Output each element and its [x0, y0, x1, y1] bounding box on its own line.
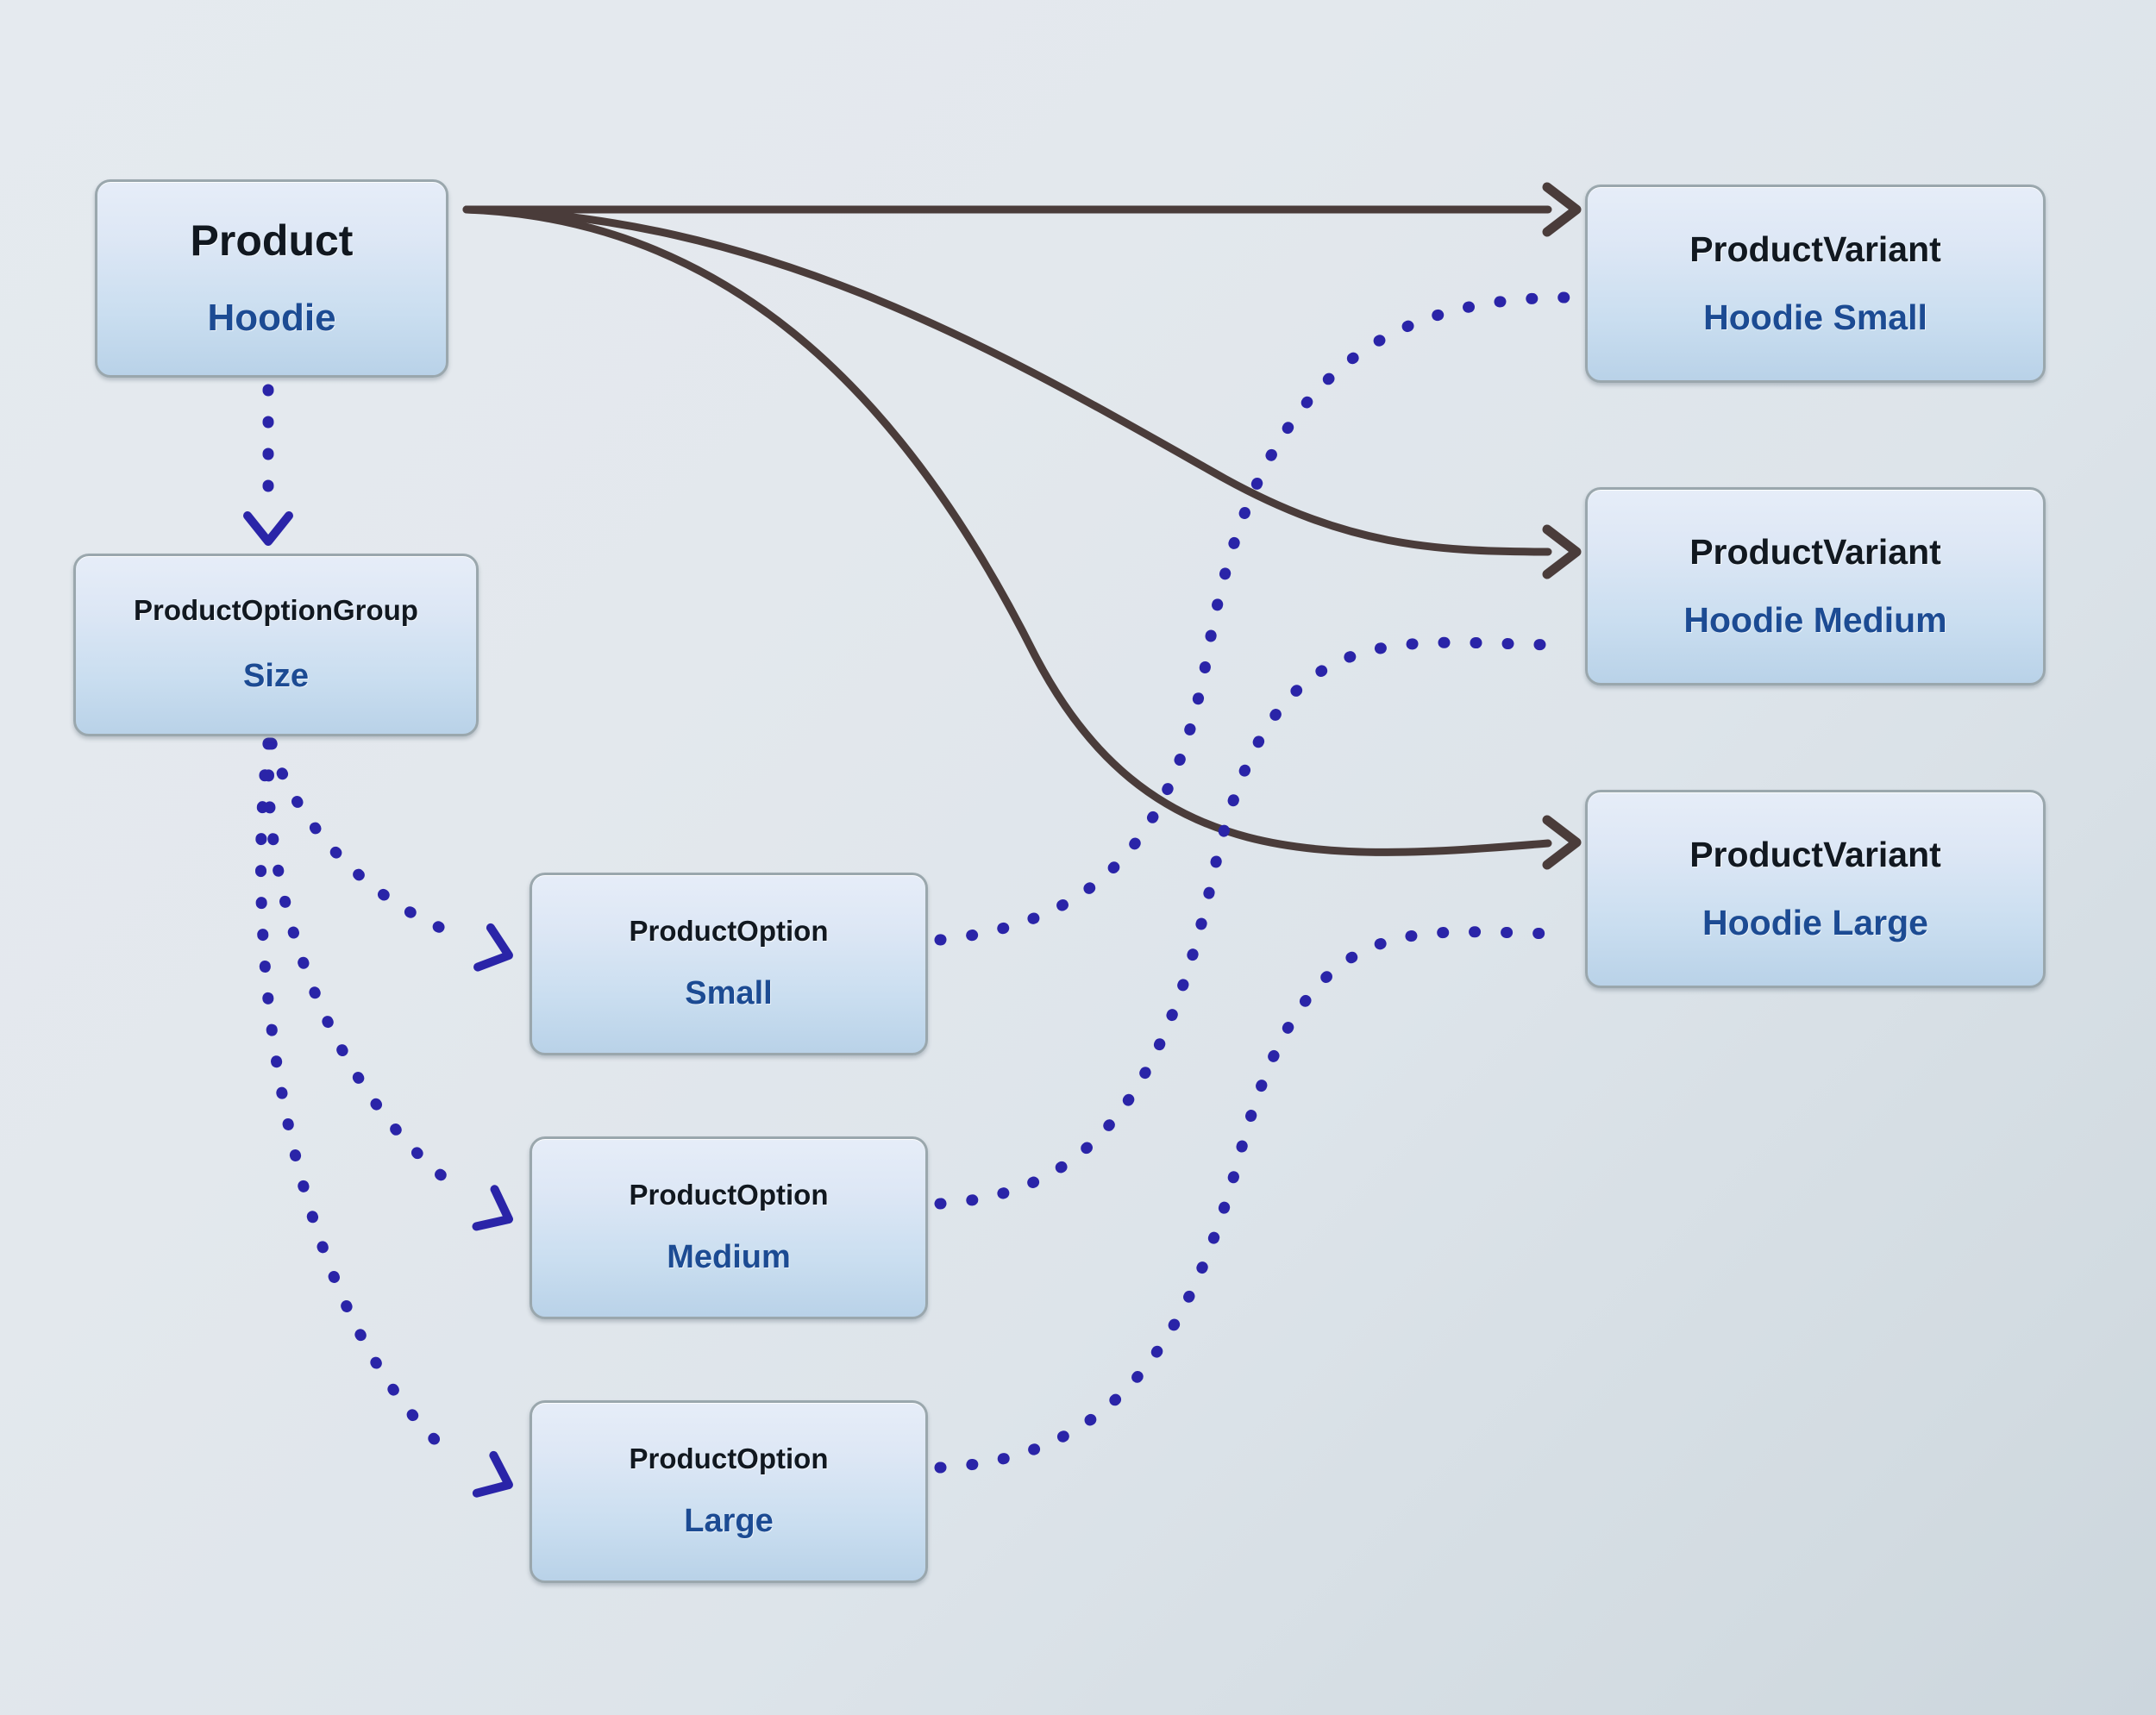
- edge-option-group-to-option-medium: [262, 737, 517, 1238]
- edge-option-medium-to-variant-medium: [934, 636, 1576, 1210]
- edge-product-to-variant-large: [462, 205, 1576, 865]
- edge-option-group-to-option-large: [255, 737, 517, 1504]
- edge-option-group-to-option-small: [266, 737, 515, 975]
- edge-option-large-to-variant-large: [934, 926, 1576, 1474]
- node-product-variant-hoodie-medium[interactable]: ProductVariant Hoodie Medium: [1585, 487, 2046, 685]
- node-product-option-small[interactable]: ProductOption Small: [530, 873, 928, 1055]
- node-product-value: Hoodie: [207, 297, 336, 340]
- node-product-variant-hoodie-large[interactable]: ProductVariant Hoodie Large: [1585, 790, 2046, 988]
- node-product-variant-hoodie-medium-type: ProductVariant: [1689, 531, 1941, 572]
- node-product-variant-hoodie-small[interactable]: ProductVariant Hoodie Small: [1585, 185, 2046, 383]
- edge-product-to-variant-medium: [462, 205, 1576, 574]
- node-product-option-small-type: ProductOption: [629, 914, 829, 947]
- node-product-type: Product: [190, 216, 354, 266]
- node-product-option-large[interactable]: ProductOption Large: [530, 1400, 928, 1583]
- node-product-option-large-type: ProductOption: [629, 1442, 829, 1474]
- node-product-option-group[interactable]: ProductOptionGroup Size: [73, 554, 479, 736]
- edge-product-to-option-group: [248, 384, 289, 541]
- node-product-variant-hoodie-large-type: ProductVariant: [1689, 834, 1941, 874]
- node-product-variant-hoodie-small-type: ProductVariant: [1689, 228, 1941, 269]
- node-product-option-medium[interactable]: ProductOption Medium: [530, 1136, 928, 1319]
- node-product-option-group-value: Size: [242, 658, 310, 695]
- node-product-option-small-value: Small: [685, 975, 773, 1012]
- edge-option-small-to-variant-small: [934, 291, 1576, 946]
- edge-product-to-variant-small: [462, 187, 1576, 232]
- node-product[interactable]: Product Hoodie: [95, 179, 448, 378]
- node-product-option-large-value: Large: [684, 1503, 774, 1540]
- node-product-variant-hoodie-small-value: Hoodie Small: [1703, 297, 1927, 337]
- node-product-option-group-type: ProductOptionGroup: [134, 593, 418, 626]
- node-product-variant-hoodie-medium-value: Hoodie Medium: [1683, 600, 1947, 640]
- node-product-option-medium-value: Medium: [667, 1239, 791, 1276]
- node-product-variant-hoodie-large-value: Hoodie Large: [1702, 903, 1928, 942]
- node-product-option-medium-type: ProductOption: [629, 1178, 829, 1211]
